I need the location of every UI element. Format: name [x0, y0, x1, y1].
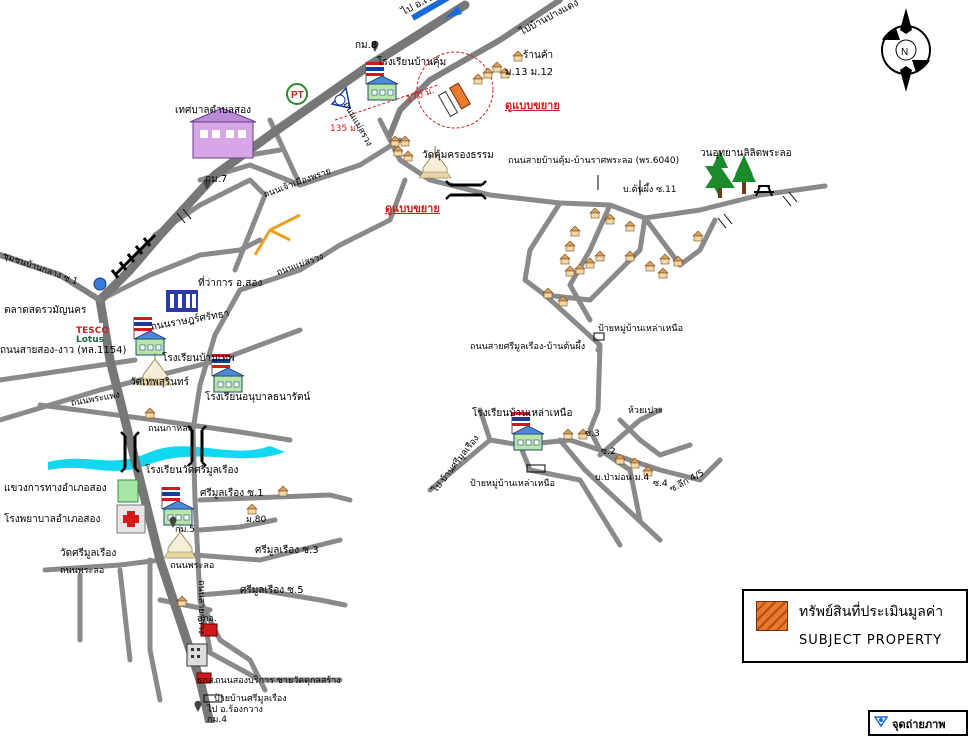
district-office-icon	[166, 290, 198, 312]
forest-park-icon	[705, 150, 774, 198]
label-wat-khum: วัดคุ้มครองธรรม	[422, 150, 494, 161]
label-forest-park: วนอุทยานลิลิตพระลอ	[700, 148, 792, 159]
market-icon	[93, 277, 107, 291]
label-school-sri-mool: โรงเรียนวัดศรีมูลเรือง	[145, 465, 239, 476]
river	[48, 446, 285, 471]
label-hospital: โรงพยาบาลอำเภอสอง	[4, 514, 101, 525]
property-outline	[253, 213, 301, 256]
label-road-vertical: ถนนสายกลาง	[196, 580, 206, 634]
photo-point-label: จุดถ่ายภาพ	[892, 718, 946, 731]
dim-line	[334, 84, 439, 121]
label-km8: กม.8	[355, 40, 378, 51]
label-zoom-mid: ดูแบบขยาย	[385, 202, 440, 215]
label-tessaban: เทศบาลตำบลสอง	[175, 105, 252, 116]
secondary-highway	[0, 0, 563, 303]
label-ban-khum-school: โรงเรียนบ้านคุ้ม	[377, 57, 447, 68]
label-road-phra-lo: ถนนพระลอ	[60, 566, 105, 576]
health-center-icon	[117, 479, 139, 503]
label-road-song-ngao: ถนนสายสอง-งาว (ทล.1154)	[0, 345, 127, 356]
label-ban-lao-stop-south: ป้ายหมู่บ้านเหล่าเหนือ	[470, 479, 555, 489]
label-km4: กม.4	[207, 715, 227, 725]
label-m80: ม.80	[246, 515, 267, 525]
label-zoom-top: ดูแบบขยาย	[505, 99, 560, 112]
pt-station-icon: PT	[286, 83, 308, 105]
label-road-kalong: ถนนกาหลง	[148, 424, 193, 434]
tesco-lotus-icon	[73, 323, 103, 345]
label-soi-2: ซ.2	[601, 447, 616, 457]
municipality-building-icon	[189, 107, 257, 159]
label-sign-sri-mool: ป้ายบ้านศรีมูลเรือง	[214, 694, 287, 704]
label-lotus: Lotus	[76, 335, 104, 345]
label-bank: ธกส.	[197, 676, 217, 686]
direction-arrow-icon	[445, 6, 462, 18]
compass-label: N	[901, 47, 908, 58]
subject-property-swatch	[756, 601, 788, 631]
label-huai-pao: ห้วยเปาะ	[628, 406, 663, 416]
label-shop: ร้านค้า	[523, 50, 554, 61]
legend: ทรัพย์สินที่ประเมินมูลค่า SUBJECT PROPER…	[742, 589, 968, 663]
camera-view-icon	[874, 716, 888, 728]
label-market: ตลาดสดรวมัญนคร	[4, 305, 87, 316]
property-outline-box	[437, 90, 459, 118]
label-sri-mool-soi-3: ศรีมูลเรือง ซ.3	[255, 545, 319, 556]
north-compass-icon: N	[881, 8, 931, 92]
zoom-circle	[416, 51, 494, 129]
label-school-lao: โรงเรียนบ้านเหล่าเหนือ	[472, 408, 573, 419]
label-soi-3: ซ.3	[585, 429, 600, 439]
km-marker-icon	[194, 700, 202, 712]
highway	[95, 0, 470, 723]
label-gas-service: ถนนสองบริการ ชายวัดดุกลสร้าง	[215, 676, 341, 686]
photo-point-legend: จุดถ่ายภาพ	[868, 710, 968, 736]
label-school-anuban: โรงเรียนอนุบาลธนารัตน์	[205, 392, 311, 403]
label-police: สภอ.	[197, 614, 217, 624]
rail-crossing-icon	[110, 233, 157, 279]
label-road-sri-mool: ถนนสายศรีมูลเรือง-บ้านต้นผึ้ง	[470, 342, 586, 352]
hospital-icon	[116, 504, 146, 534]
bank-icon	[196, 672, 212, 684]
label-dist-135: 135 ม.	[330, 124, 359, 134]
subject-property-marker	[448, 82, 472, 110]
label-district-office: ที่ว่าการ อ.สอง	[198, 278, 263, 289]
label-wat-thep: วัดเทพสุรินทร์	[130, 377, 189, 388]
bus-stop-icon	[203, 332, 605, 703]
pttr-icon	[330, 86, 351, 109]
label-wat-sri-mool: วัดศรีมูลเรือง	[60, 548, 117, 559]
label-to-rong-kwang: ไป อ.ร้องกวาง	[207, 705, 263, 715]
label-km7: กม.7	[205, 174, 228, 185]
label-soi-m4: บ.ป่าม่อน ม.4	[595, 473, 650, 483]
label-sri-mool-soi-5: ศรีมูลเรือง ซ.5	[240, 585, 304, 596]
school-icon	[161, 486, 195, 526]
label-soi-11: บ.ต้นผึ้ง ซ.11	[623, 185, 677, 195]
svg-text:PT: PT	[291, 90, 304, 101]
legend-english: SUBJECT PROPERTY	[799, 633, 943, 648]
police-icon	[200, 623, 218, 637]
label-road-ban-khum: ถนนสายบ้านคุ้ม-บ้านราศพระลอ (พร.6040)	[508, 156, 680, 166]
label-sri-mool-soi-1: ศรีมูลเรือง ซ.1	[200, 488, 264, 499]
label-km5: กม.5	[175, 525, 195, 535]
road-sign-icon	[597, 175, 641, 195]
label-moo: ม.13 ม.12	[505, 67, 554, 78]
legend-thai: ทรัพย์สินที่ประเมินมูลค่า	[799, 604, 944, 620]
label-health-center: แขวงการทางอำเภอสอง	[4, 483, 107, 494]
label-road-phra-lo-2: ถนนพระลอ	[170, 561, 215, 571]
label-soi-4: ซ.4	[653, 479, 668, 489]
label-school-thep: โรงเรียนบ้านเทพ	[162, 353, 235, 364]
building-icon	[186, 643, 208, 667]
label-tesco: TESCO	[76, 326, 110, 336]
road-break-icon	[176, 191, 798, 229]
label-ban-lao-stop-north: ป้ายหมู่บ้านเหล่าเหนือ	[598, 324, 683, 334]
